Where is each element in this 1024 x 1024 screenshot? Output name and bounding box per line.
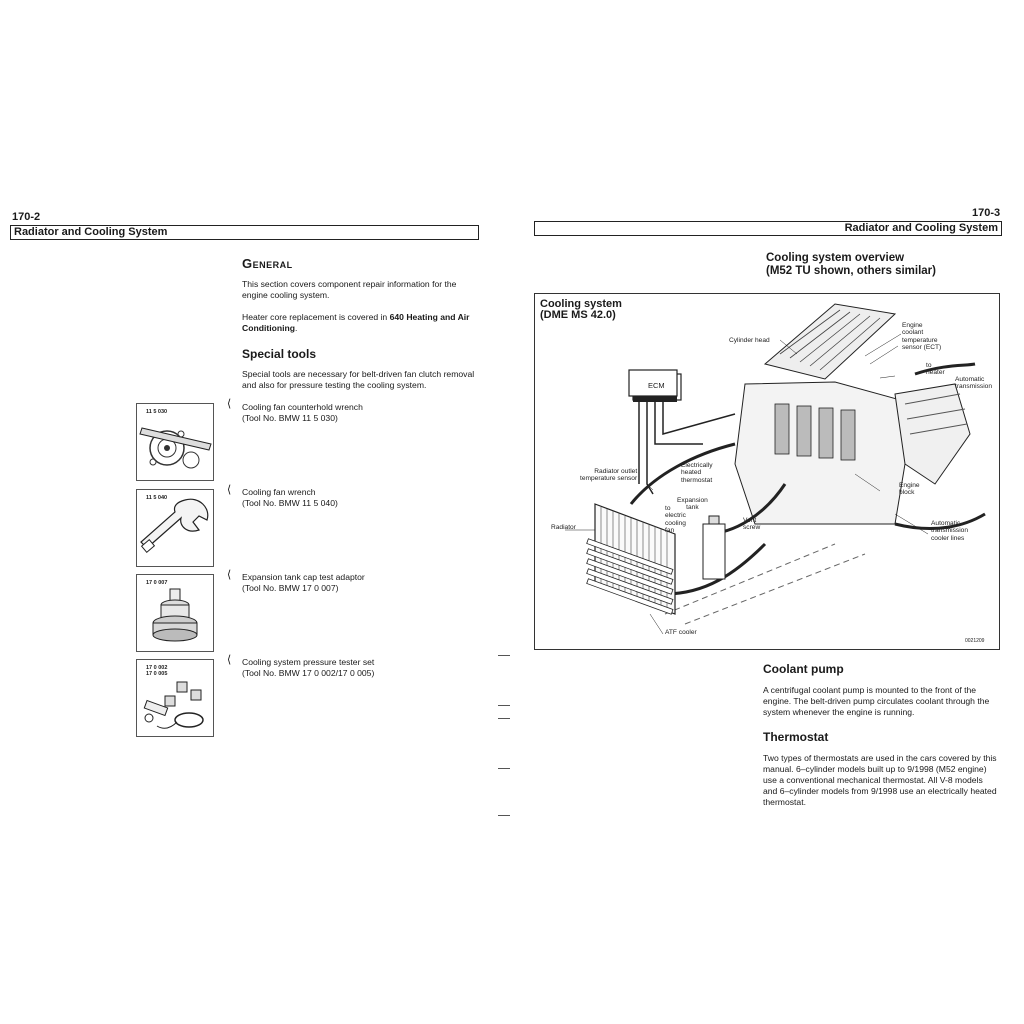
label-automatic-transmission: Automatic transmission (955, 376, 993, 391)
general-heading-text: General (242, 256, 293, 271)
label-radiator: Radiator (551, 524, 576, 531)
special-tools-paragraph: Special tools are necessary for belt-dri… (242, 369, 475, 390)
pointer-arrow-icon: ⟨ (227, 398, 232, 410)
tool-name: Cooling fan counterhold wrench (242, 402, 363, 412)
tool-number-reference: (Tool No. BMW 17 0 007) (242, 583, 339, 593)
right-section-title: Radiator and Cooling System (844, 222, 998, 234)
gutter-mark (498, 705, 510, 706)
pressure-tester-set-icon (143, 681, 204, 729)
coolant-pump-paragraph: A centrifugal coolant pump is mounted to… (763, 685, 990, 717)
tool-illustration-counterhold-wrench: 11 5 030 (136, 403, 214, 481)
thermostat-heading: Thermostat (763, 730, 829, 744)
tool-number-reference: (Tool No. BMW 11 5 040) (242, 498, 338, 508)
tool-number: 11 5 030 (146, 409, 168, 415)
tool-name: Expansion tank cap test adaptor (242, 572, 365, 582)
special-tools-heading: Special tools (242, 347, 317, 361)
label-engine-block: Engine block (899, 482, 920, 497)
tool-number: 17 0 007 (146, 580, 168, 586)
tool-number-reference: (Tool No. BMW 17 0 002/17 0 005) (242, 668, 375, 678)
heater-suffix: . (294, 323, 298, 333)
tool-illustration-cap-test-adaptor: 17 0 007 (136, 574, 214, 652)
label-vent-screw: Vent screw (743, 517, 761, 532)
heater-core-paragraph: Heater core replacement is covered in 64… (242, 312, 478, 334)
heating-ac-reference: 640 Heating and Air Conditioning (242, 312, 470, 333)
cooling-system-diagram: Cooling system (DME MS 42.0) (534, 293, 1000, 650)
coolant-pump-heading: Coolant pump (763, 662, 844, 676)
overview-heading-line1: Cooling system overview (766, 252, 905, 264)
label-to-heater: to heater (926, 362, 945, 377)
tool-name: Cooling fan wrench (242, 487, 316, 497)
left-section-title: Radiator and Cooling System (14, 226, 168, 238)
left-section-header: Radiator and Cooling System (10, 225, 479, 240)
engine-cooling-illustration (565, 303, 986, 635)
label-heated-thermostat: Electrically heated thermostat (681, 462, 713, 484)
overview-heading: Cooling system overview (M52 TU shown, o… (766, 252, 936, 278)
tool-illustration-fan-wrench: 11 5 040 (136, 489, 214, 567)
overview-heading-line2: (M52 TU shown, others similar) (766, 265, 936, 277)
cap-test-adaptor-icon (152, 588, 198, 642)
pointer-arrow-icon: ⟨ (227, 654, 232, 666)
heater-prefix: Heater core replacement is covered in (242, 312, 390, 322)
general-intro-paragraph: This section covers component repair inf… (242, 279, 457, 300)
tool-name: Cooling system pressure tester set (242, 657, 375, 667)
thermostat-paragraph: Two types of thermostats are used in the… (763, 753, 997, 807)
gutter-mark (498, 768, 510, 769)
pointer-arrow-icon: ⟨ (227, 569, 232, 581)
fan-wrench-icon (140, 498, 209, 553)
right-page-number: 170-3 (972, 207, 1001, 219)
label-expansion-tank: Expansion tank (677, 497, 708, 512)
label-to-cooling-fan: to electric cooling fan (665, 505, 686, 535)
label-ecm: ECM (648, 381, 665, 390)
tool-illustration-pressure-tester-set: 17 0 002 17 0 005 (136, 659, 214, 737)
label-radiator-outlet-sensor: Radiator outlet temperature sensor (580, 468, 638, 483)
label-cylinder-head: Cylinder head (729, 337, 770, 344)
general-heading: General (242, 256, 293, 271)
left-page-number: 170-2 (12, 211, 41, 223)
gutter-mark (498, 815, 510, 816)
tool-number-reference: (Tool No. BMW 11 5 030) (242, 413, 338, 423)
pointer-arrow-icon: ⟨ (227, 484, 232, 496)
diagram-title-line1: Cooling system (540, 298, 622, 310)
tool-number: 17 0 002 17 0 005 (146, 665, 168, 677)
figure-id: 0021209 (965, 638, 985, 644)
tool-number: 11 5 040 (146, 495, 168, 501)
diagram-title-line2: (DME MS 42.0) (540, 309, 616, 321)
gutter-mark (498, 655, 510, 656)
counterhold-wrench-icon (139, 427, 212, 469)
right-section-header: Radiator and Cooling System (534, 221, 1002, 236)
label-atf-cooler: ATF cooler (665, 629, 697, 636)
label-ect-sensor: Engine coolant temperature sensor (ECT) (902, 322, 942, 352)
gutter-mark (498, 718, 510, 719)
label-transmission-cooler-lines: Automatic transmission cooler lines (931, 520, 969, 542)
diagram-title: Cooling system (DME MS 42.0) (540, 299, 622, 321)
